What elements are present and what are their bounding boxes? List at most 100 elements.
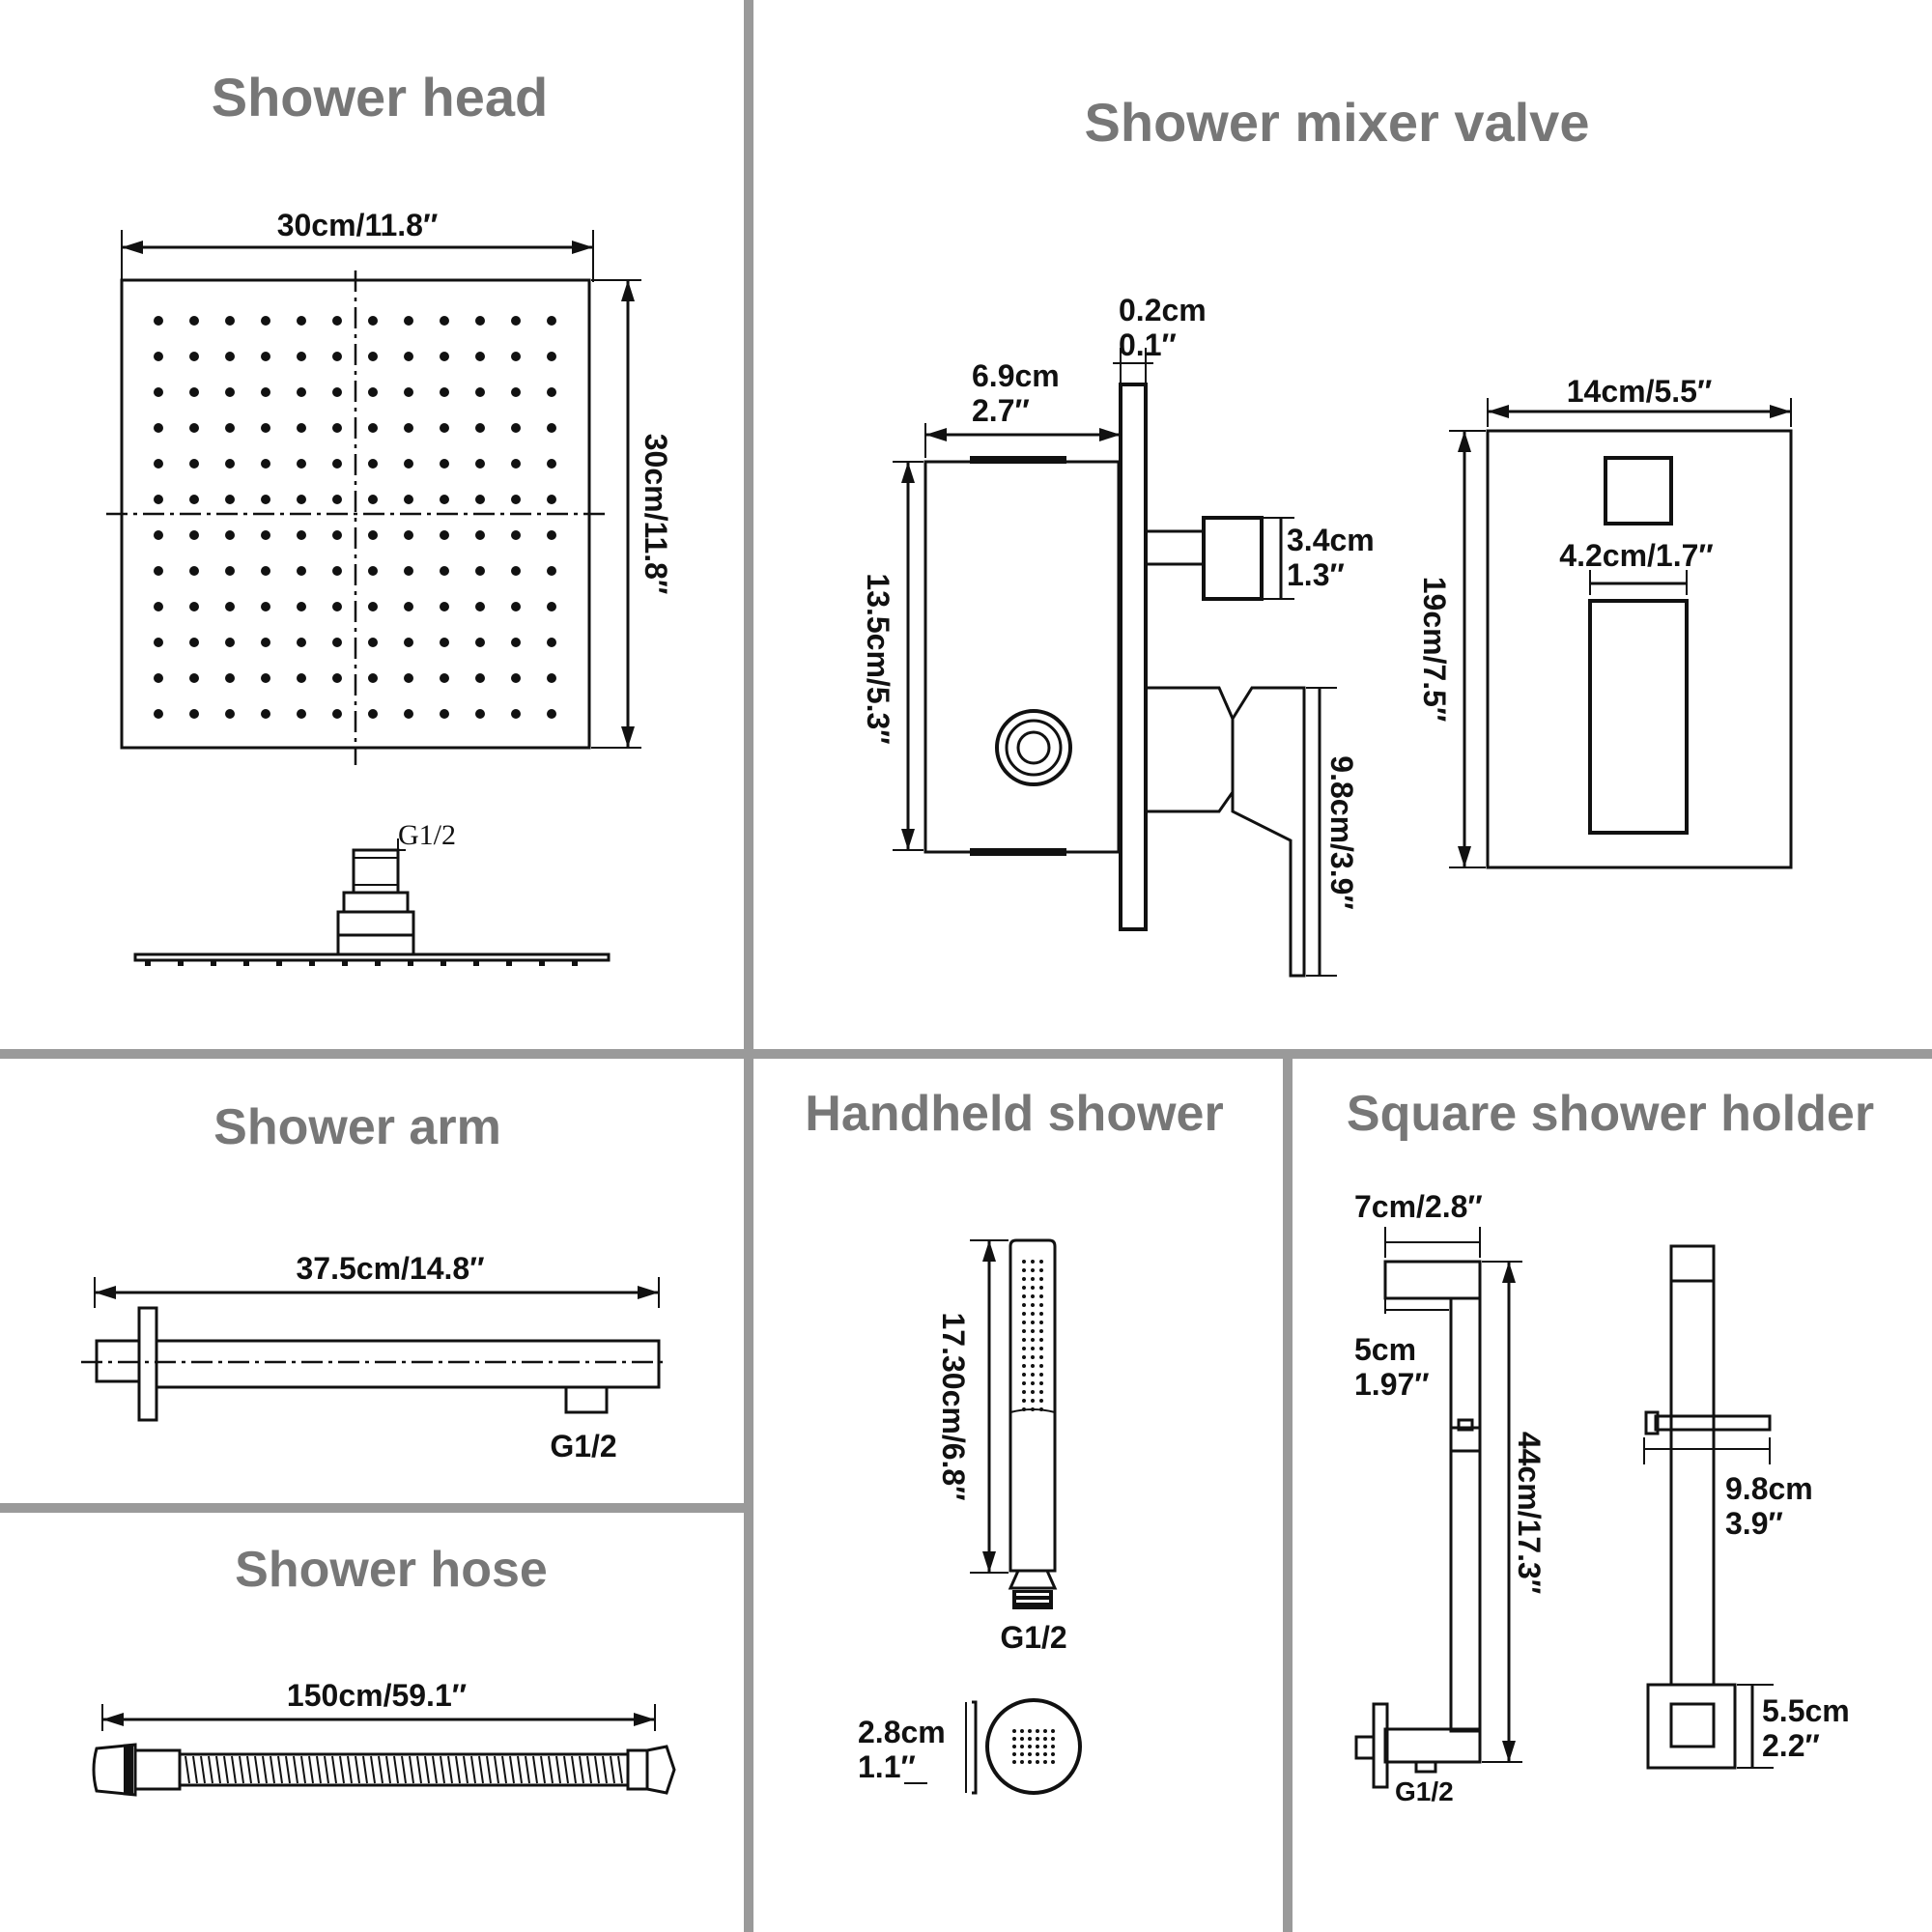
nozzle-dot: [154, 530, 163, 540]
holder-slider: [1654, 1414, 1772, 1432]
holder-top-depth-cm: 5cm: [1354, 1332, 1416, 1367]
nozzle-dot: [332, 352, 342, 361]
face-dot: [1051, 1760, 1055, 1764]
nozzle-dot: [154, 387, 163, 397]
face-spray-dots: [1012, 1729, 1055, 1764]
hose-coil: [525, 1755, 530, 1784]
nozzle-dot: [297, 459, 306, 469]
spray-dot: [1031, 1312, 1035, 1316]
spray-dot: [1022, 1347, 1026, 1350]
nozzle-dot: [225, 352, 235, 361]
nozzle-dot: [475, 709, 485, 719]
hose-coil: [594, 1755, 600, 1784]
title-mixer-valve: Shower mixer valve: [1085, 92, 1590, 153]
holder-rail-front: [1669, 1279, 1716, 1687]
hose-coil: [331, 1755, 337, 1784]
hose-coil: [586, 1755, 592, 1784]
nozzle-dot: [440, 673, 449, 683]
nozzle-dot: [261, 709, 270, 719]
face-dot: [1028, 1729, 1032, 1733]
plate-width-label: 14cm/5.5″: [1567, 374, 1713, 409]
body-depth-cm: 6.9cm: [972, 358, 1060, 393]
divider-horizontal-main: [0, 1049, 1932, 1059]
nozzle-dot: [189, 709, 199, 719]
nozzle-dot: [332, 316, 342, 326]
nozzle-dot: [154, 423, 163, 433]
nozzle-dot: [261, 352, 270, 361]
spray-dot: [1039, 1260, 1043, 1264]
nozzle-dot: [261, 602, 270, 611]
mixer-valve-drawing: 0.2cm 0.1″ 6.9cm 2.7″ 13.5cm/5.3″ 3.4cm …: [861, 293, 1793, 978]
hose-coil: [316, 1755, 322, 1784]
hose-coil: [215, 1755, 221, 1784]
hose-coil: [300, 1755, 306, 1784]
nozzle-dot: [154, 638, 163, 647]
nozzle-dot: [225, 459, 235, 469]
hose-coil: [370, 1755, 376, 1784]
nozzle-dot: [475, 530, 485, 540]
nozzle-dot: [154, 602, 163, 611]
nozzle-dot: [475, 638, 485, 647]
side-nozzle: [408, 960, 413, 966]
face-dot: [1012, 1745, 1016, 1748]
nozzle-dot: [261, 459, 270, 469]
nozzle-dot: [225, 709, 235, 719]
divider-vertical-main: [744, 0, 753, 1932]
side-nozzle: [309, 960, 315, 966]
title-handheld-shower: Handheld shower: [805, 1086, 1223, 1142]
face-dot: [1028, 1760, 1032, 1764]
side-nozzle: [276, 960, 282, 966]
side-nozzle: [178, 960, 184, 966]
hose-coil: [378, 1755, 384, 1784]
hose-coil: [355, 1755, 360, 1784]
holder-height-label: 44cm/17.3″: [1512, 1432, 1547, 1594]
nozzle-dot: [511, 566, 521, 576]
nozzle-dot: [440, 316, 449, 326]
nozzle-dot: [225, 638, 235, 647]
spray-dot: [1039, 1338, 1043, 1342]
hose-coil: [548, 1755, 554, 1784]
nozzle-dot: [225, 530, 235, 540]
face-dot: [1051, 1729, 1055, 1733]
handheld-length-label: 17.30cm/6.8″: [936, 1312, 971, 1500]
nozzle-dot: [547, 602, 556, 611]
spray-dot: [1022, 1407, 1026, 1411]
nozzle-dot: [225, 566, 235, 576]
nozzle-dot: [154, 316, 163, 326]
nozzle-dot: [475, 352, 485, 361]
spray-dot: [1039, 1364, 1043, 1368]
hose-coil: [285, 1755, 291, 1784]
nozzle-dot: [154, 495, 163, 504]
spray-dot: [1039, 1373, 1043, 1377]
nozzle-dot: [404, 352, 413, 361]
title-shower-head: Shower head: [212, 67, 549, 128]
handheld-diameter-cm: 2.8cm: [858, 1715, 946, 1749]
hose-coil: [494, 1755, 499, 1784]
hose-coil: [602, 1755, 608, 1784]
hose-coil: [555, 1755, 561, 1784]
valve-front-handle: [1588, 599, 1689, 835]
face-dot: [1051, 1752, 1055, 1756]
face-dot: [1036, 1752, 1039, 1756]
nozzle-dot: [547, 423, 556, 433]
spray-dot: [1039, 1321, 1043, 1324]
nozzle-dot: [154, 709, 163, 719]
nozzle-dot: [189, 316, 199, 326]
panel-titles: Shower head Shower mixer valve Shower ar…: [212, 67, 1874, 1598]
nozzle-dot: [547, 316, 556, 326]
nozzle-dot: [332, 387, 342, 397]
spray-dot: [1039, 1355, 1043, 1359]
nozzle-dot: [297, 316, 306, 326]
spray-dot: [1039, 1294, 1043, 1298]
spray-dot: [1022, 1321, 1026, 1324]
handheld-face: [985, 1698, 1082, 1795]
nozzle-dot: [404, 495, 413, 504]
spray-dot: [1031, 1338, 1035, 1342]
side-nozzle: [506, 960, 512, 966]
hose-coil: [239, 1755, 244, 1784]
face-dot: [1012, 1737, 1016, 1741]
shower-head-width-label: 30cm/11.8″: [277, 208, 439, 242]
nozzle-dot: [368, 495, 378, 504]
face-dot: [1028, 1737, 1032, 1741]
nozzle-dot: [261, 530, 270, 540]
